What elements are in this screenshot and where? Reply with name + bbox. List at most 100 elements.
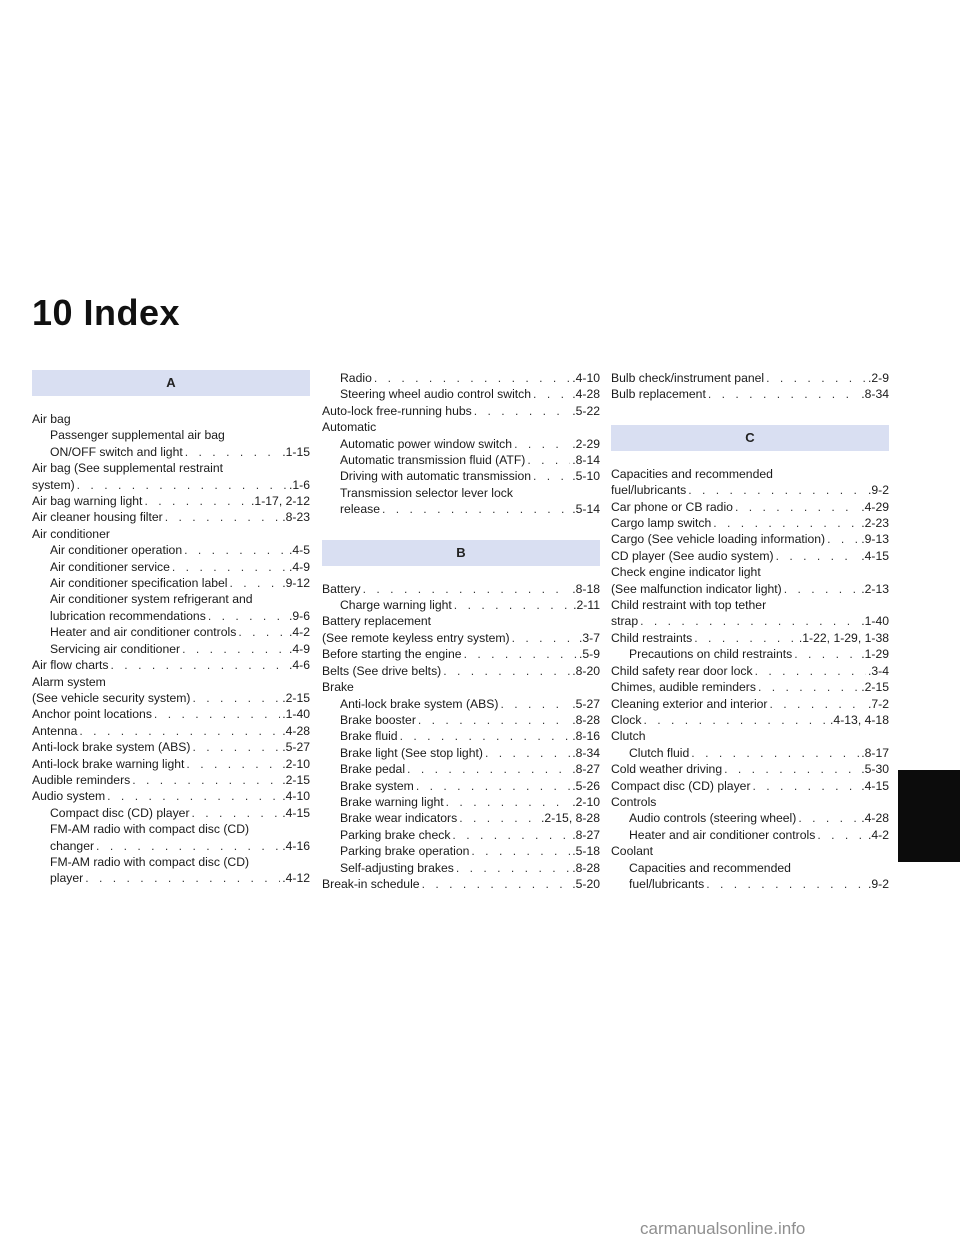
entry-page-ref: .5-22 — [572, 403, 600, 418]
index-entry: changer.4-16 — [32, 838, 310, 854]
entry-label: fuel/lubricants — [611, 483, 687, 498]
entry-label: (See vehicle security system) — [32, 690, 191, 705]
entry-label: changer — [50, 838, 95, 853]
entry-page-ref: .2-11 — [573, 598, 600, 613]
entry-page-ref: .2-10 — [282, 756, 310, 771]
entry-page-ref: .8-17 — [861, 745, 889, 760]
dot-leader — [186, 756, 280, 772]
entry-page-ref: .1-15 — [282, 444, 310, 459]
entry-page-ref: .4-13, 4-18 — [830, 712, 889, 727]
index-line: Battery replacement — [322, 614, 432, 629]
index-entry: Car phone or CB radio.4-29 — [611, 499, 889, 515]
entry-label: Brake wear indicators — [340, 811, 458, 826]
entry-label: Compact disc (CD) player — [50, 805, 190, 820]
entry-label: Parking brake check — [340, 827, 451, 842]
index-line: Alarm system — [32, 674, 106, 689]
entry-label: Audio controls (steering wheel) — [629, 811, 797, 826]
entry-page-ref: .3-7 — [578, 630, 600, 645]
entry-page-ref: .9-2 — [867, 876, 889, 891]
entry-page-ref: .4-12 — [282, 871, 310, 886]
dot-leader — [724, 761, 859, 777]
entry-label: Steering wheel audio control switch — [340, 387, 532, 402]
dot-leader — [708, 386, 859, 402]
dot-leader — [452, 827, 570, 843]
entry-page-ref: .2-15 — [861, 680, 889, 695]
entry-label: Heater and air conditioner controls — [50, 625, 237, 640]
index-entry: Bulb check/instrument panel.2-9 — [611, 370, 889, 386]
index-entry: Brake booster.8-28 — [322, 712, 600, 728]
index-entry: Audio system.4-10 — [32, 788, 310, 804]
entry-page-ref: .4-2 — [288, 625, 310, 640]
entry-page-ref: .8-34 — [572, 745, 600, 760]
entry-label: Cargo (See vehicle loading information) — [611, 532, 826, 547]
entry-label: release — [340, 502, 380, 517]
entry-page-ref: .1-6 — [288, 477, 310, 492]
entry-label: system) — [32, 477, 75, 492]
entry-page-ref: .4-28 — [282, 723, 310, 738]
dot-leader — [165, 509, 280, 525]
entry-page-ref: .4-2 — [867, 827, 889, 842]
entry-label: Brake fluid — [340, 729, 398, 744]
dot-leader — [400, 728, 571, 744]
entry-page-ref: .5-20 — [572, 876, 600, 891]
entry-label: lubrication recommendations — [50, 608, 206, 623]
entry-page-ref: .4-5 — [288, 543, 310, 558]
dot-leader — [192, 805, 281, 821]
index-entry: Brake warning light .2-10 — [322, 794, 600, 810]
entry-label: Antenna — [32, 723, 78, 738]
entry-page-ref: .4-10 — [282, 789, 310, 804]
entry-label: Air conditioner operation — [50, 543, 183, 558]
index-entry: Air conditioner service.4-9 — [32, 559, 310, 575]
index-line: Air bag (See supplemental restraint — [32, 461, 224, 476]
section-header: C — [611, 424, 889, 451]
index-line: Passenger supplemental air bag — [50, 428, 225, 443]
index-entry: release .5-14 — [322, 501, 600, 517]
entry-page-ref: .5-30 — [861, 762, 889, 777]
dot-leader — [770, 696, 866, 712]
entry-label: Bulb check/instrument panel — [611, 371, 765, 385]
index-entry: Brake light (See stop light).8-34 — [322, 745, 600, 761]
index-line: Check engine indicator light — [611, 565, 761, 580]
index-entry: Heater and air conditioner controls .4-2 — [32, 624, 310, 640]
entry-page-ref: .4-6 — [288, 658, 310, 673]
dot-leader — [459, 810, 539, 826]
dot-leader — [363, 581, 571, 597]
index-entry: (See remote keyless entry system).3-7 — [322, 630, 600, 646]
index-entry: Air bag warning light.1-17, 2-12 — [32, 493, 310, 509]
entry-label: Brake booster — [340, 712, 416, 727]
watermark: carmanualsonline.info — [640, 1219, 806, 1238]
entry-label: Brake pedal — [340, 762, 406, 777]
dot-leader — [755, 663, 866, 679]
entry-page-ref: .1-40 — [282, 707, 310, 722]
entry-page-ref: .2-23 — [861, 516, 889, 531]
entry-page-ref: .5-14 — [572, 502, 600, 517]
entry-label: Brake warning light — [340, 794, 444, 809]
dot-leader — [107, 788, 280, 804]
index-entry: Child restraints.1-22, 1-29, 1-38 — [611, 630, 889, 646]
index-entry: Anti-lock brake warning light.2-10 — [32, 756, 310, 772]
section-header: B — [322, 539, 600, 566]
dot-leader — [500, 696, 570, 712]
dot-leader — [533, 386, 570, 402]
entry-page-ref: .8-16 — [572, 729, 600, 744]
dot-leader — [111, 657, 287, 673]
index-entry: Air cleaner housing filter.8-23 — [32, 509, 310, 525]
entry-label: Driving with automatic transmission — [340, 469, 532, 484]
entry-label: Belts (See drive belts) — [322, 663, 442, 678]
index-entry: Steering wheel audio control switch.4-28 — [322, 386, 600, 402]
dot-leader — [446, 794, 571, 810]
entry-page-ref: .2-10 — [572, 794, 600, 809]
dot-leader — [485, 745, 570, 761]
index-entry: Chimes, audible reminders.2-15 — [611, 679, 889, 695]
index-entry: Air flow charts.4-6 — [32, 657, 310, 673]
index-entry: Anti-lock brake system (ABS).5-27 — [32, 739, 310, 755]
entry-page-ref: .8-27 — [572, 762, 600, 777]
dot-leader — [382, 501, 570, 517]
index-entry: CD player (See audio system).4-15 — [611, 548, 889, 564]
dot-leader — [640, 613, 859, 629]
entry-label: fuel/lubricants — [629, 876, 705, 891]
index-entry: Driving with automatic transmission.5-10 — [322, 468, 600, 484]
entry-label: Cargo lamp switch — [611, 516, 712, 531]
entry-label: Automatic power window switch — [340, 436, 513, 451]
index-entry: Charge warning light.2-11 — [322, 597, 600, 613]
